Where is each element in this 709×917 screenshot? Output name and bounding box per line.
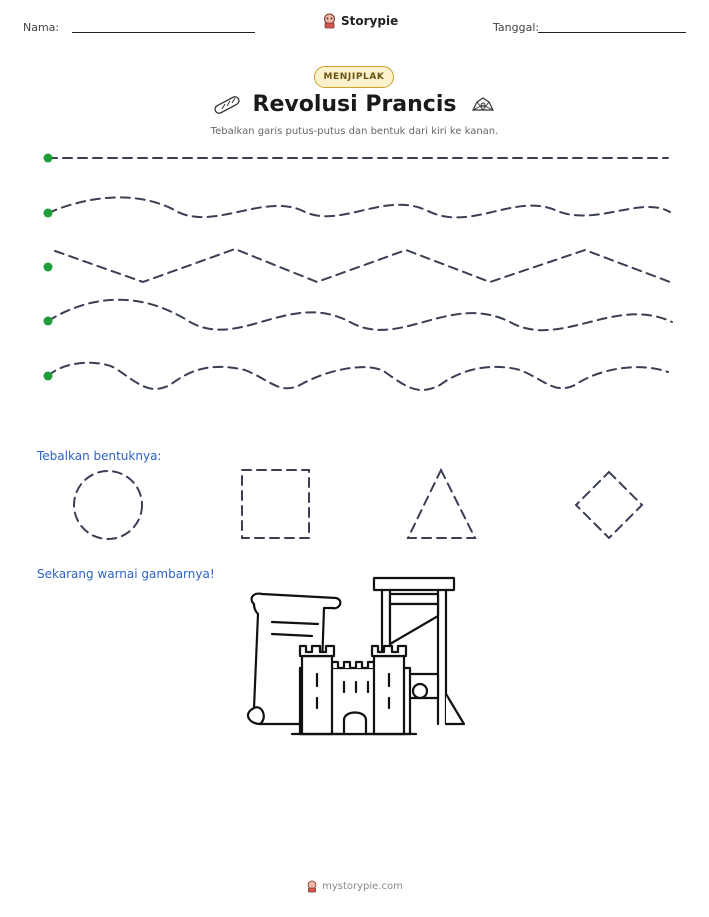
date-label: Tanggal: [493,21,540,34]
tracing-lines[interactable] [0,0,709,420]
start-dot-4 [43,316,53,326]
trace-triangle [406,467,477,539]
instructions: Tebalkan garis putus-putus dan bentuk da… [210,126,499,137]
brand-name: Storypie [341,14,399,28]
storypie-logo-icon [324,13,335,29]
date-line[interactable] [538,32,686,33]
trace-circle [73,470,143,540]
jewels-icon [472,97,494,111]
trace-square [241,469,310,539]
worksheet-type-badge: MENJIPLAK [314,66,394,88]
trace-line-wave-1 [47,196,671,219]
start-dot-5 [43,371,53,381]
trace-diamond [574,470,644,540]
coloring-illustration[interactable] [240,574,470,739]
trace-line-bumps [47,361,669,392]
baguette-icon [214,96,240,114]
coloring-section-label: Sekarang warnai gambarnya! [37,567,215,581]
start-dot-3 [43,262,53,272]
start-dot-2 [43,208,53,218]
shapes-tracing[interactable] [0,460,709,550]
trace-line-zigzag [54,247,671,284]
footer-url[interactable]: mystorypie.com [322,881,403,892]
shapes-section-label: Tebalkan bentuknya: [37,449,162,463]
page-title: Revolusi Prancis [252,92,457,117]
start-dot-1 [43,153,53,163]
name-line[interactable] [72,32,255,33]
trace-line-wave-2 [47,298,673,332]
castle-icon [290,644,418,736]
brand-logo: Storypie [322,13,398,29]
footer-logo-icon [307,880,317,893]
footer: mystorypie.com [0,880,709,893]
name-label: Nama: [23,21,60,34]
